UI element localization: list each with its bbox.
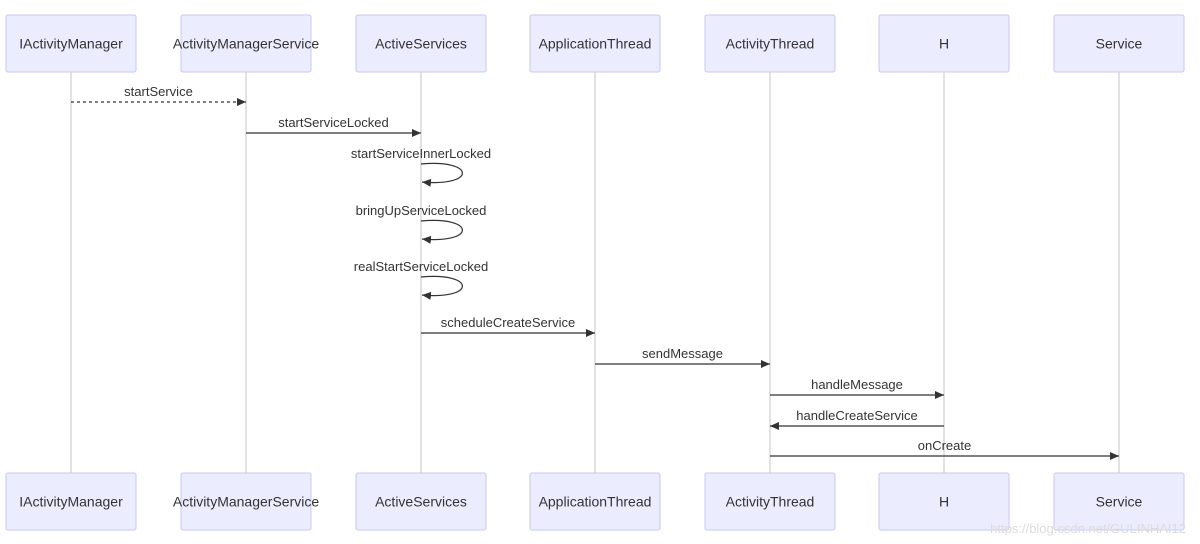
self-message-arrow — [420, 275, 463, 300]
actor-label: ActivityManagerService — [173, 494, 319, 510]
actor-box — [5, 472, 137, 531]
actor-bottom-h: H — [878, 472, 1010, 531]
actor-label: ApplicationThread — [539, 494, 652, 510]
actor-box — [180, 472, 312, 531]
actor-label: Service — [1096, 36, 1143, 52]
self-message-arrow — [420, 162, 463, 187]
message-schedule-create-service: scheduleCreateService — [421, 315, 595, 337]
actor-top-iactivity-manager: IActivityManager — [5, 14, 137, 73]
message-label: startServiceLocked — [278, 115, 389, 130]
actor-top-h: H — [878, 14, 1010, 73]
actor-label: ActivityThread — [726, 494, 815, 510]
message-start-service: startService — [71, 84, 246, 106]
actor-label: ApplicationThread — [539, 36, 652, 52]
actor-box — [529, 472, 661, 531]
actor-bottom-iactivity-manager: IActivityManager — [5, 472, 137, 531]
actor-box — [1053, 14, 1185, 73]
actor-bottom-service: Service — [1053, 472, 1185, 531]
actor-label: ActiveServices — [375, 36, 467, 52]
actor-bottom-application-thread: ApplicationThread — [529, 472, 661, 531]
actor-bottom-activity-thread: ActivityThread — [704, 472, 836, 531]
message-label: bringUpServiceLocked — [356, 203, 487, 218]
actor-top-application-thread: ApplicationThread — [529, 14, 661, 73]
actors-bottom: IActivityManager ActivityManagerService Ac… — [5, 472, 1185, 531]
actor-top-activity-thread: ActivityThread — [704, 14, 836, 73]
actor-label: H — [939, 36, 949, 52]
message-label: handleMessage — [811, 377, 903, 392]
actor-bottom-active-services: ActiveServices — [355, 472, 487, 531]
actor-label: ActiveServices — [375, 494, 467, 510]
message-label: sendMessage — [642, 346, 723, 361]
actor-top-active-services: ActiveServices — [355, 14, 487, 73]
lifelines — [70, 72, 1120, 473]
actor-box — [529, 14, 661, 73]
actor-label: IActivityManager — [19, 36, 123, 52]
actor-label: H — [939, 494, 949, 510]
watermark: https://blog.csdn.net/GULINHAI12 — [990, 521, 1186, 536]
actor-top-activity-manager-service: ActivityManagerService — [173, 14, 319, 73]
actor-top-service: Service — [1053, 14, 1185, 73]
message-handle-message: handleMessage — [770, 377, 944, 399]
message-label: onCreate — [918, 438, 971, 453]
message-bring-up-service-locked: bringUpServiceLocked — [356, 203, 487, 244]
messages: startService startServiceLocked startServi… — [71, 84, 1119, 460]
actor-box — [180, 14, 312, 73]
actor-box — [355, 472, 487, 531]
actor-box — [878, 14, 1010, 73]
message-real-start-service-locked: realStartServiceLocked — [354, 259, 488, 300]
actor-box — [355, 14, 487, 73]
actor-bottom-activity-manager-service: ActivityManagerService — [173, 472, 319, 531]
actor-box — [878, 472, 1010, 531]
actor-label: ActivityThread — [726, 36, 815, 52]
actor-box — [1053, 472, 1185, 531]
actor-box — [5, 14, 137, 73]
message-handle-create-service: handleCreateService — [770, 408, 944, 430]
message-start-service-inner-locked: startServiceInnerLocked — [351, 146, 491, 187]
message-on-create: onCreate — [770, 438, 1119, 460]
message-label: scheduleCreateService — [441, 315, 575, 330]
actor-label: ActivityManagerService — [173, 36, 319, 52]
actor-label: Service — [1096, 494, 1143, 510]
actor-box — [704, 472, 836, 531]
actors-top: IActivityManager ActivityManagerService Ac… — [5, 14, 1185, 73]
message-label: realStartServiceLocked — [354, 259, 488, 274]
actor-label: IActivityManager — [19, 494, 123, 510]
message-label: startServiceInnerLocked — [351, 146, 491, 161]
message-start-service-locked: startServiceLocked — [246, 115, 421, 137]
actor-box — [704, 14, 836, 73]
self-message-arrow — [420, 219, 463, 244]
message-send-message: sendMessage — [595, 346, 770, 368]
message-label: startService — [124, 84, 193, 99]
message-label: handleCreateService — [796, 408, 917, 423]
